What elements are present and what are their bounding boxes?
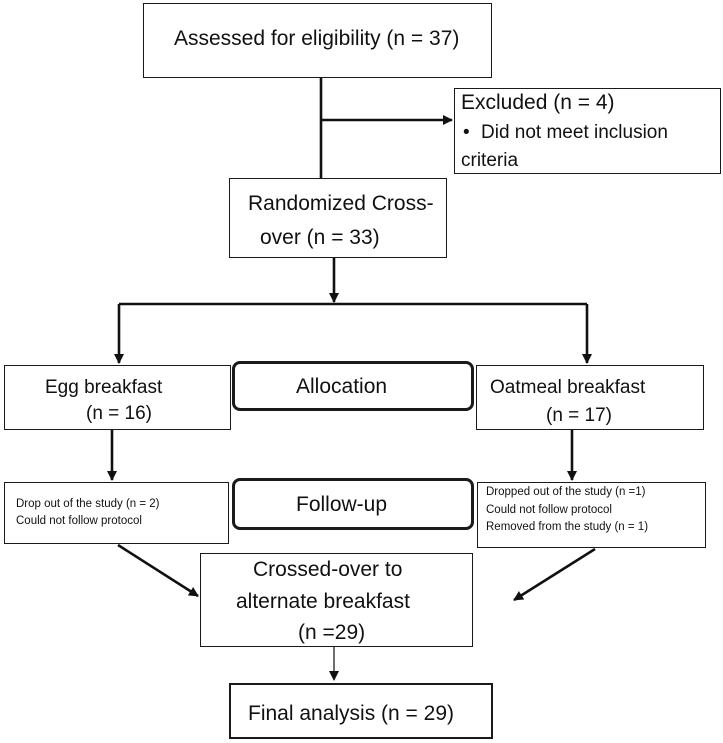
arrow-egg-dropout-to-crossed [117,543,199,598]
egg-breakfast-box [4,365,231,430]
excluded-box [454,88,721,174]
excluded-reason-line1: Did not meet inclusion [481,122,668,143]
egg-breakfast-count: (n = 16) [86,403,153,424]
oatmeal-dropout-line2: Could not follow protocol [486,504,612,516]
egg-dropout-line1: Drop out of the study (n = 2) [16,498,160,510]
egg-dropout-box [4,482,229,544]
randomized-line1: Randomized Cross- [248,192,434,215]
allocation-box [232,361,474,411]
allocation-label: Allocation [296,375,388,398]
final-analysis-box [229,683,493,739]
oatmeal-breakfast-box [476,365,704,430]
randomized-box [229,178,447,258]
final-analysis-text: Final analysis (n = 29) [248,702,455,725]
assessed-text: Assessed for eligibility (n = 37) [174,27,460,50]
oatmeal-breakfast-count: (n = 17) [546,405,613,426]
excluded-title: Excluded (n = 4) [461,91,615,114]
excluded-reason-line2: criteria [461,150,519,171]
arrow-oat-dropout-to-crossed [513,547,596,602]
egg-dropout-line2: Could not follow protocol [16,515,142,527]
excluded-bullet: • [463,122,470,143]
crossed-over-line2: alternate breakfast [236,590,410,613]
followup-label: Follow-up [296,493,388,516]
oatmeal-breakfast-label: Oatmeal breakfast [490,377,646,398]
oatmeal-dropout-box [477,482,706,548]
assessed-box [143,3,492,78]
crossed-over-box [200,553,473,647]
egg-breakfast-label: Egg breakfast [45,377,163,398]
oatmeal-dropout-line1: Dropped out of the study (n =1) [486,486,646,498]
randomized-line2: over (n = 33) [260,226,380,249]
crossed-over-line3: (n =29) [298,621,366,644]
oatmeal-dropout-line3: Removed from the study (n = 1) [486,521,649,533]
crossed-over-line1: Crossed-over to [253,558,403,581]
followup-box [232,478,474,530]
